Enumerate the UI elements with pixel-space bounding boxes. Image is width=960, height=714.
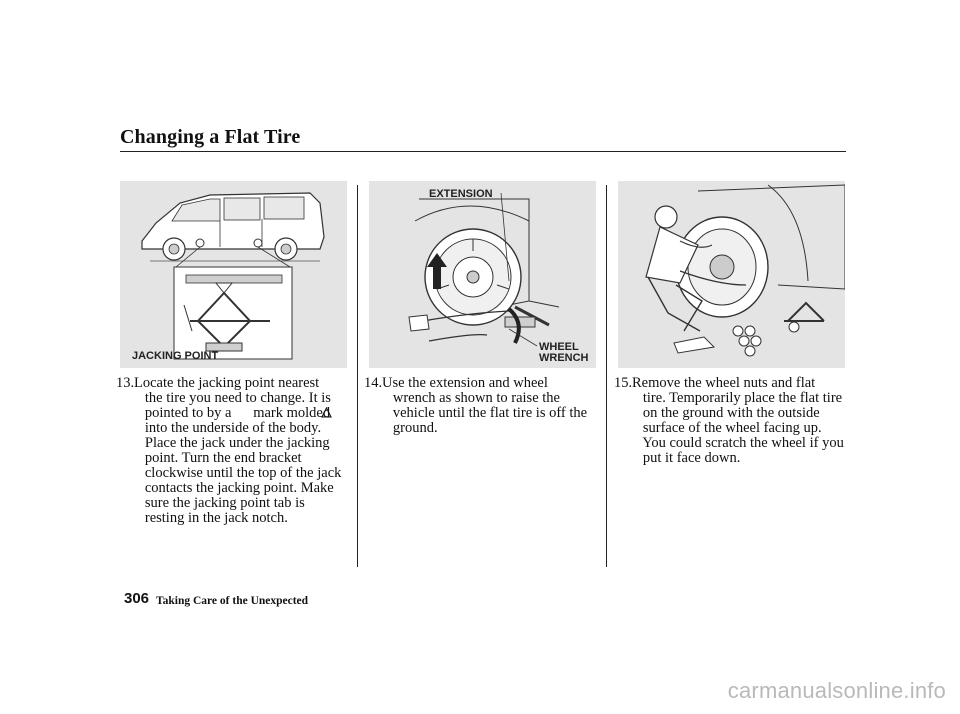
- section-title: Taking Care of the Unexpected: [156, 595, 309, 607]
- jacking-point-label: JACKING POINT: [132, 350, 219, 362]
- extension-label: EXTENSION: [429, 188, 493, 200]
- step-number: 15.: [614, 375, 633, 391]
- step-text: Remove the wheel nuts and flat tire. Tem…: [632, 375, 844, 466]
- wrench-label: WRENCH: [539, 352, 589, 364]
- figure-jacking-point: JACKING POINT: [120, 181, 347, 368]
- column-divider-2: [606, 185, 607, 567]
- page-number: 306: [124, 590, 150, 607]
- wheel-label: WHEEL: [539, 341, 579, 353]
- wheel-wrench-illustration: [408, 192, 560, 347]
- tire-removal-illustration: [645, 184, 845, 357]
- step-number: 14.: [364, 375, 383, 391]
- step-text: Locate the jacking point nearest the tir…: [134, 375, 342, 526]
- triangle-mark-icon: [321, 407, 332, 418]
- title-rule: [120, 151, 846, 152]
- van-and-jack-illustration: [141, 192, 325, 360]
- column-divider-1: [357, 185, 358, 567]
- figure-remove-tire: [618, 181, 845, 368]
- figure-extension-wrench: EXTENSION WHEEL WRENCH: [369, 181, 596, 368]
- step-number: 13.: [116, 375, 135, 391]
- watermark: carmanualsonline.info: [727, 678, 946, 703]
- step-text: Use the extension and wheel wrench as sh…: [382, 375, 588, 436]
- page-title: Changing a Flat Tire: [120, 126, 301, 148]
